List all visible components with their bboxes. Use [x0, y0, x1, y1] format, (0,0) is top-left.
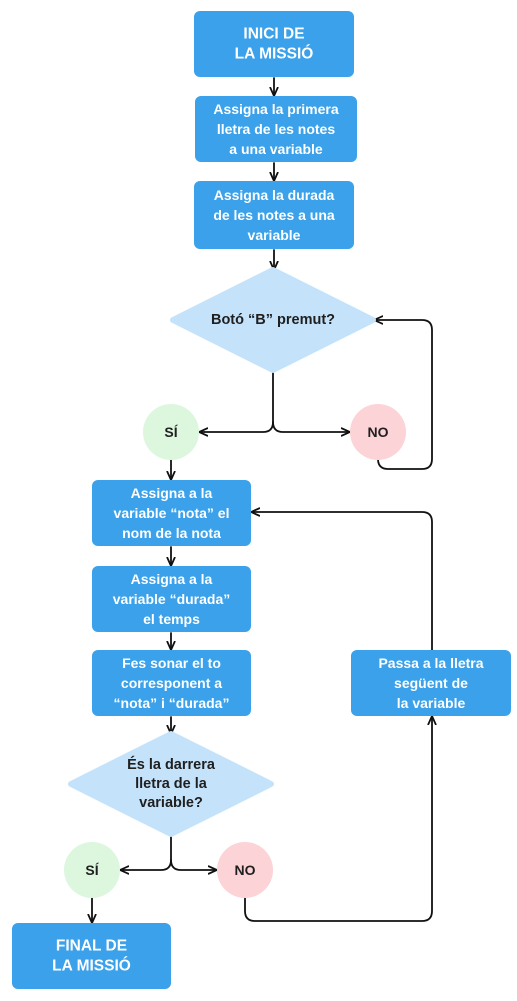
next-letter-label-line-3: la variable	[397, 695, 466, 711]
node-assign-first-letter: Assigna la primera lletra de les notes a u…	[195, 96, 357, 162]
play-tone-box	[92, 650, 251, 716]
decision-last-label-line-3: variable?	[139, 795, 203, 811]
assign-duration-label-line-2: de les notes a una	[213, 207, 335, 223]
yes-2-label-line-1: SÍ	[85, 862, 99, 878]
edge-no-to-next-letter	[244, 717, 432, 922]
assign-time-box	[92, 566, 251, 632]
play-tone-label-line-2: corresponent a	[121, 675, 222, 691]
node-decision-button: Botó “B” premut?	[170, 267, 376, 373]
no-2-label-line-1: NO	[235, 862, 256, 878]
node-play-tone: Fes sonar el to corresponent a “nota” i “d…	[92, 650, 251, 716]
edge-decision-to-yes	[200, 421, 274, 432]
assign-duration-label-line-3: variable	[248, 227, 301, 243]
node-assign-note: Assigna a la variable “nota” el nom de la …	[92, 480, 251, 546]
assign-note-box	[92, 480, 251, 546]
assign-time-label-line-3: el temps	[143, 611, 200, 627]
node-next-letter: Passa a la lletra següent de la variable	[351, 650, 511, 716]
node-start: INICI DE LA MISSIÓ	[194, 11, 354, 77]
node-no-2: NO	[217, 842, 273, 898]
decision-last-diamond	[68, 731, 274, 837]
assign-time-label-line-1: Assigna a la	[131, 571, 213, 587]
yes-1-label-line-1: SÍ	[164, 424, 178, 440]
edge-decision-last-to-no	[170, 859, 216, 870]
edge-no-loop-back	[375, 320, 433, 470]
no-1-circle	[350, 404, 406, 460]
assign-first-letter-box	[195, 96, 357, 162]
start-label-line-2: LA MISSIÓ	[235, 45, 314, 63]
assign-first-letter-label-line-2: lletra de les notes	[217, 121, 335, 137]
assign-note-label-line-2: variable “nota” el	[114, 505, 230, 521]
start-label-line-1: INICI DE	[243, 26, 304, 43]
node-yes-2: SÍ	[64, 842, 120, 898]
node-assign-time: Assigna a la variable “durada” el temps	[92, 566, 251, 632]
assign-duration-label-line-1: Assigna la durada	[214, 187, 335, 203]
no-1-label-line-1: NO	[368, 424, 389, 440]
yes-2-circle	[64, 842, 120, 898]
assign-first-letter-label-line-1: Assigna la primera	[213, 101, 338, 117]
assign-note-label-line-3: nom de la nota	[122, 525, 221, 541]
node-assign-duration: Assigna la durada de les notes a una varia…	[194, 181, 354, 249]
decision-button-diamond	[170, 267, 376, 373]
edge-decision-to-no	[272, 421, 349, 432]
play-tone-label-line-3: “nota” i “durada”	[114, 695, 230, 711]
node-yes-1: SÍ	[143, 404, 199, 460]
start-box	[194, 11, 354, 77]
assign-duration-box	[194, 181, 354, 249]
assign-note-label-line-1: Assigna a la	[131, 485, 213, 501]
decision-last-label-line-2: lletra de la	[135, 776, 208, 792]
next-letter-label-line-1: Passa a la lletra	[378, 655, 483, 671]
end-label-line-1: FINAL DE	[56, 938, 127, 955]
assign-first-letter-label-line-3: a una variable	[229, 141, 323, 157]
assign-time-label-line-2: variable “durada”	[113, 591, 231, 607]
play-tone-label-line-1: Fes sonar el to	[122, 655, 221, 671]
end-label-line-2: LA MISSIÓ	[52, 957, 131, 975]
decision-button-label-line-1: Botó “B” premut?	[211, 312, 335, 328]
edge-decision-last-to-yes	[121, 859, 172, 870]
decision-last-label-line-1: És la darrera	[127, 756, 216, 773]
node-decision-last: És la darrera lletra de la variable?	[68, 731, 274, 837]
node-end: FINAL DE LA MISSIÓ	[12, 923, 171, 989]
no-2-circle	[217, 842, 273, 898]
node-no-1: NO	[350, 404, 406, 460]
next-letter-label-line-2: següent de	[394, 675, 468, 691]
next-letter-box	[351, 650, 511, 716]
edge-next-letter-to-assign-note	[252, 512, 433, 651]
end-box	[12, 923, 171, 989]
yes-1-circle	[143, 404, 199, 460]
